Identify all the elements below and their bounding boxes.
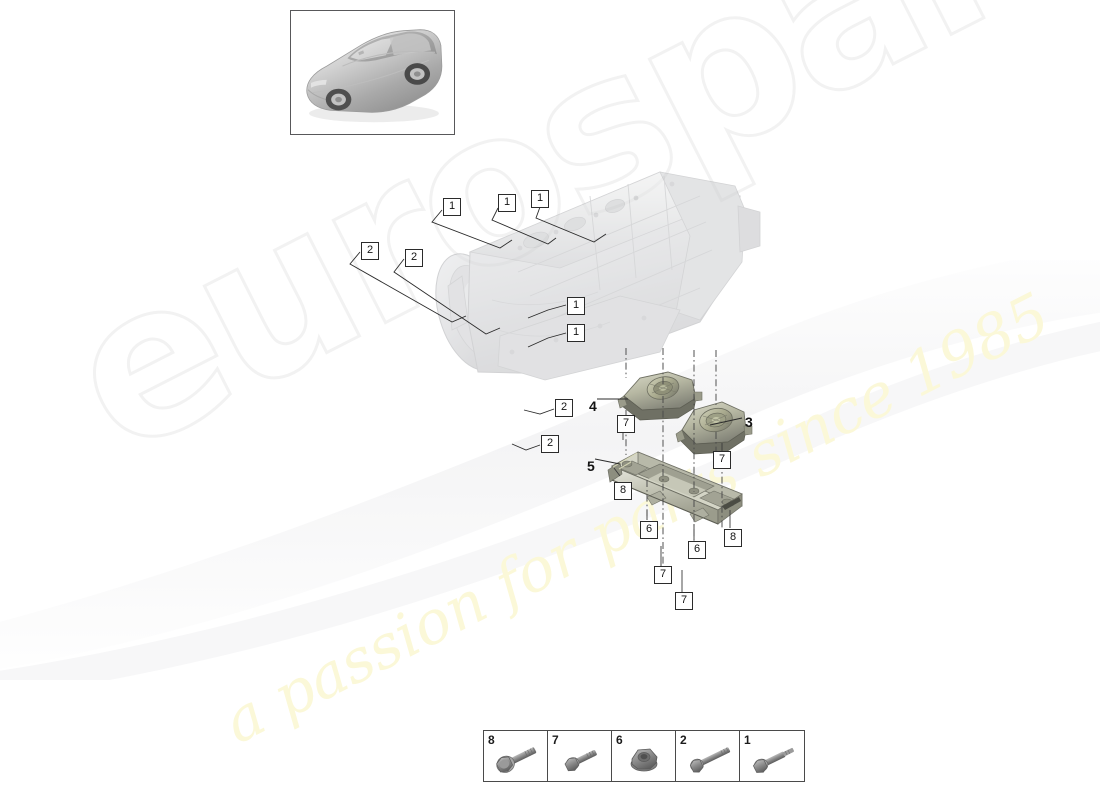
callout-1[interactable]: 1 bbox=[567, 324, 585, 342]
flange-nut-icon bbox=[612, 731, 675, 781]
callout-7[interactable]: 7 bbox=[675, 592, 693, 610]
legend-cell-2[interactable]: 2 bbox=[676, 731, 740, 781]
hex-flange-bolt-long-icon bbox=[676, 731, 739, 781]
callout-6[interactable]: 6 bbox=[640, 521, 658, 539]
callout-8[interactable]: 8 bbox=[724, 529, 742, 547]
hex-flange-bolt-stepped-icon bbox=[740, 731, 804, 781]
callout-2[interactable]: 2 bbox=[541, 435, 559, 453]
parts-legend: 8 7 6 bbox=[483, 730, 805, 782]
legend-number: 1 bbox=[744, 733, 751, 747]
callout-2[interactable]: 2 bbox=[405, 249, 423, 267]
callout-8[interactable]: 8 bbox=[614, 482, 632, 500]
vehicle-illustration bbox=[306, 29, 443, 123]
hex-flange-bolt-short-icon bbox=[548, 731, 611, 781]
callout-6[interactable]: 6 bbox=[688, 541, 706, 559]
vehicle-thumbnail-box bbox=[290, 10, 455, 135]
callout-7[interactable]: 7 bbox=[713, 451, 731, 469]
legend-cell-8[interactable]: 8 bbox=[484, 731, 548, 781]
legend-number: 2 bbox=[680, 733, 687, 747]
flange-bolt-long-large-head-icon bbox=[484, 731, 547, 781]
part-label-5: 5 bbox=[587, 458, 595, 474]
callout-1[interactable]: 1 bbox=[567, 297, 585, 315]
legend-number: 6 bbox=[616, 733, 623, 747]
callout-1[interactable]: 1 bbox=[498, 194, 516, 212]
legend-number: 8 bbox=[488, 733, 495, 747]
legend-cell-6[interactable]: 6 bbox=[612, 731, 676, 781]
callout-2[interactable]: 2 bbox=[555, 399, 573, 417]
callout-1[interactable]: 1 bbox=[443, 198, 461, 216]
legend-cell-7[interactable]: 7 bbox=[548, 731, 612, 781]
callout-1[interactable]: 1 bbox=[531, 190, 549, 208]
part-label-3: 3 bbox=[745, 414, 753, 430]
callout-2[interactable]: 2 bbox=[361, 242, 379, 260]
legend-number: 7 bbox=[552, 733, 559, 747]
legend-cell-1[interactable]: 1 bbox=[740, 731, 804, 781]
callout-7[interactable]: 7 bbox=[617, 415, 635, 433]
callout-7[interactable]: 7 bbox=[654, 566, 672, 584]
part-label-4: 4 bbox=[589, 398, 597, 414]
